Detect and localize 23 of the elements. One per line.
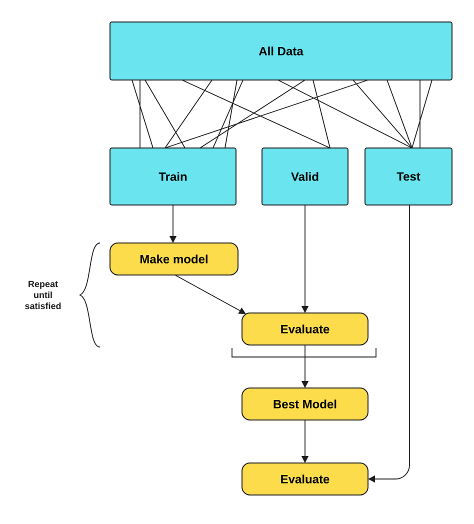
process-box: Make model — [110, 242, 238, 276]
connector-line — [212, 80, 244, 148]
connector-line — [278, 80, 412, 148]
connector-line — [224, 80, 238, 148]
connector-line — [144, 80, 186, 148]
connector-line — [182, 80, 330, 148]
connector-line — [312, 80, 330, 148]
data-box: All Data — [110, 22, 452, 80]
connector-line — [412, 80, 432, 148]
arrow — [174, 274, 246, 314]
note-text: Repeat until satisfied — [25, 280, 61, 310]
connector-line — [164, 80, 368, 148]
data-box: Test — [364, 148, 452, 206]
connector-line — [200, 80, 306, 148]
connector-line — [386, 80, 412, 148]
process-box: Evaluate — [242, 312, 368, 346]
connector-line — [164, 80, 212, 148]
process-box: Evaluate — [242, 462, 368, 496]
data-box: Train — [110, 148, 236, 206]
process-box: Best Model — [242, 388, 368, 420]
data-box: Valid — [262, 148, 348, 206]
connector-line — [352, 80, 412, 148]
connector-line — [132, 80, 154, 148]
